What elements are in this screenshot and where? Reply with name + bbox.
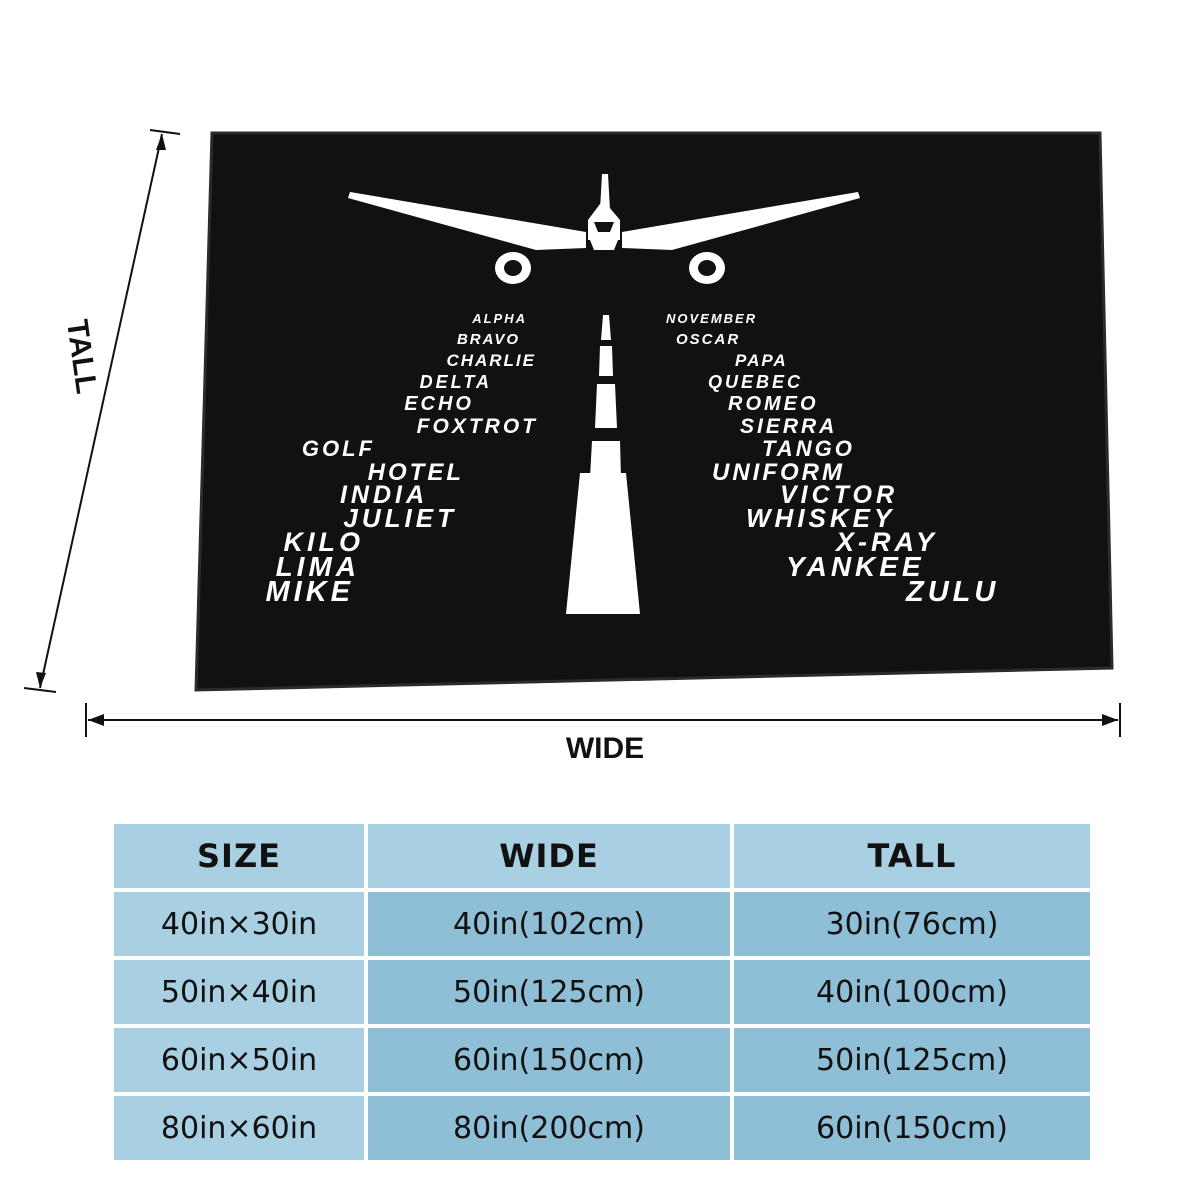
table-cell-size: 50in×40in <box>114 960 364 1024</box>
table-cell-size: 80in×60in <box>114 1096 364 1160</box>
phonetic-word-victor: VICTOR <box>780 481 898 509</box>
table-cell-size: 40in×30in <box>114 892 364 956</box>
phonetic-word-zulu: ZULU <box>905 576 999 608</box>
phonetic-word-tango: TANGO <box>762 436 855 461</box>
phonetic-word-alpha: ALPHA <box>471 311 527 326</box>
phonetic-word-papa: PAPA <box>735 351 788 370</box>
table-cell-tall: 40in(100cm) <box>734 960 1090 1024</box>
table-cell-size: 60in×50in <box>114 1028 364 1092</box>
phonetic-word-echo: ECHO <box>404 393 474 415</box>
phonetic-word-lima: LIMA <box>276 551 360 582</box>
blanket <box>196 133 1112 690</box>
table-cell-wide: 60in(150cm) <box>368 1028 730 1092</box>
table-header-size: SIZE <box>114 824 364 888</box>
wide-dimension <box>85 703 1121 737</box>
runway-markings <box>566 315 640 614</box>
table-cell-tall: 30in(76cm) <box>734 892 1090 956</box>
table-header-tall: TALL <box>734 824 1090 888</box>
phonetic-word-delta: DELTA <box>420 372 492 392</box>
phonetic-word-november: NOVEMBER <box>666 311 757 326</box>
phonetic-word-whiskey: WHISKEY <box>746 503 895 533</box>
tall-label: TALL <box>60 318 103 396</box>
phonetic-word-india: INDIA <box>340 481 428 509</box>
phonetic-word-golf: GOLF <box>302 436 375 461</box>
table-cell-wide: 80in(200cm) <box>368 1096 730 1160</box>
table-header-wide: WIDE <box>368 824 730 888</box>
phonetic-word-yankee: YANKEE <box>786 551 925 582</box>
table-cell-wide: 50in(125cm) <box>368 960 730 1024</box>
wide-label: WIDE <box>566 732 644 765</box>
phonetic-word-quebec: QUEBEC <box>708 372 803 392</box>
phonetic-word-hotel: HOTEL <box>368 459 464 486</box>
phonetic-word-mike: MIKE <box>266 576 355 608</box>
phonetic-right-column: NOVEMBER OSCAR PAPA QUEBECROMEOSIERRATANGOU… <box>666 311 999 608</box>
table-cell-wide: 40in(102cm) <box>368 892 730 956</box>
phonetic-word-foxtrot: FOXTROT <box>417 415 538 438</box>
airplane-icon <box>348 174 860 284</box>
phonetic-word-bravo: BRAVO <box>457 331 520 348</box>
phonetic-word-romeo: ROMEO <box>728 393 819 415</box>
table-cell-tall: 60in(150cm) <box>734 1096 1090 1160</box>
blanket-illustration: TALL WIDE ALPHA BRAVO CHARLIE DELTAECHOFOXT… <box>23 129 1121 765</box>
phonetic-word-kilo: KILO <box>284 527 365 557</box>
tall-dimension <box>23 129 181 693</box>
phonetic-word-uniform: UNIFORM <box>712 459 845 486</box>
phonetic-word-charlie: CHARLIE <box>446 351 536 370</box>
table-cell-tall: 50in(125cm) <box>734 1028 1090 1092</box>
blanket-shading <box>194 131 1114 692</box>
phonetic-word-juliet: JULIET <box>343 503 457 533</box>
phonetic-word-sierra: SIERRA <box>740 415 837 438</box>
phonetic-word-x-ray: X-RAY <box>834 527 938 557</box>
phonetic-word-oscar: OSCAR <box>676 331 740 348</box>
